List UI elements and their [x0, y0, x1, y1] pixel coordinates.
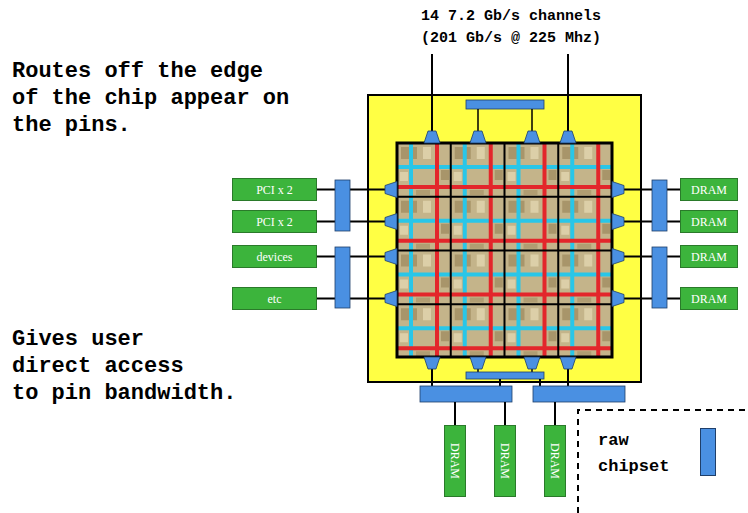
chipset-bar: [335, 180, 350, 231]
device-box: DRAM: [680, 287, 738, 310]
pin-connector: [385, 182, 397, 198]
legend-swatch: [700, 428, 716, 476]
tile: [397, 143, 451, 197]
device-box: DRAM: [680, 210, 738, 233]
pin-connector: [385, 291, 397, 307]
tile: [397, 251, 451, 305]
pin-connector: [612, 182, 624, 198]
pin-connector: [612, 214, 624, 230]
box-label: DRAM: [448, 443, 462, 479]
pin-connector: [385, 214, 397, 230]
pin-connector: [524, 131, 540, 143]
pin-wire: [432, 369, 568, 386]
note-text: Gives user direct access to pin bandwidt…: [12, 326, 244, 407]
chipset-bar: [533, 386, 625, 402]
chipset-bar: [335, 247, 350, 308]
tile: [505, 197, 559, 251]
box-label: DRAM: [691, 292, 727, 306]
memory-box: DRAM: [544, 425, 566, 497]
tile: [397, 197, 451, 251]
device-box: DRAM: [680, 245, 738, 268]
device-box: etc: [232, 287, 317, 310]
pin-wire: [455, 402, 555, 425]
pin-wire: [317, 190, 385, 299]
box-label: PCI x 2: [256, 183, 293, 197]
chipset-bar: [652, 247, 667, 308]
chipset-bar: [420, 386, 512, 402]
note-text: Routes off the edge of the chip appear o…: [12, 58, 294, 139]
box-label: DRAM: [691, 183, 727, 197]
tile: [558, 143, 612, 197]
pin-connector: [560, 357, 576, 369]
legend-text: raw chipset: [598, 428, 678, 480]
pin-connector: [470, 357, 486, 369]
pin-wire: [478, 109, 532, 131]
tile-border: [397, 143, 612, 357]
pin-connector: [560, 131, 576, 143]
tile: [558, 197, 612, 251]
tile: [451, 251, 505, 305]
channel-note: 14 7.2 Gb/s channels (201 Gb/s @ 225 Mhz…: [416, 6, 606, 50]
pin-connector: [424, 131, 440, 143]
device-box: devices: [232, 245, 317, 268]
chip-package: [368, 95, 641, 382]
tile: [397, 304, 451, 358]
chipset-bar: [466, 372, 544, 379]
tile-grid: [397, 143, 612, 357]
tile: [451, 143, 505, 197]
pin-wire: [478, 369, 532, 372]
tile: [558, 304, 612, 358]
pin-connector: [524, 357, 540, 369]
pin-wire: [432, 54, 568, 131]
memory-box: DRAM: [444, 425, 466, 497]
box-label: devices: [257, 250, 293, 264]
chipset-bar: [652, 180, 667, 231]
pin-connector: [470, 131, 486, 143]
tile: [451, 304, 505, 358]
tile: [505, 304, 559, 358]
device-box: PCI x 2: [232, 210, 317, 233]
chipset-bar: [466, 100, 544, 109]
box-label: DRAM: [691, 250, 727, 264]
pin-connector: [424, 357, 440, 369]
memory-box: DRAM: [494, 425, 516, 497]
pin-connector: [385, 249, 397, 265]
tile: [505, 251, 559, 305]
tile: [558, 251, 612, 305]
legend-frame: [578, 410, 748, 513]
box-label: etc: [268, 292, 282, 306]
tile: [451, 197, 505, 251]
device-box: DRAM: [680, 178, 738, 201]
tile: [505, 143, 559, 197]
device-box: PCI x 2: [232, 178, 317, 201]
box-label: DRAM: [498, 443, 512, 479]
box-label: DRAM: [548, 443, 562, 479]
box-label: PCI x 2: [256, 215, 293, 229]
box-label: DRAM: [691, 215, 727, 229]
pin-connector: [612, 291, 624, 307]
pin-connector: [612, 249, 624, 265]
